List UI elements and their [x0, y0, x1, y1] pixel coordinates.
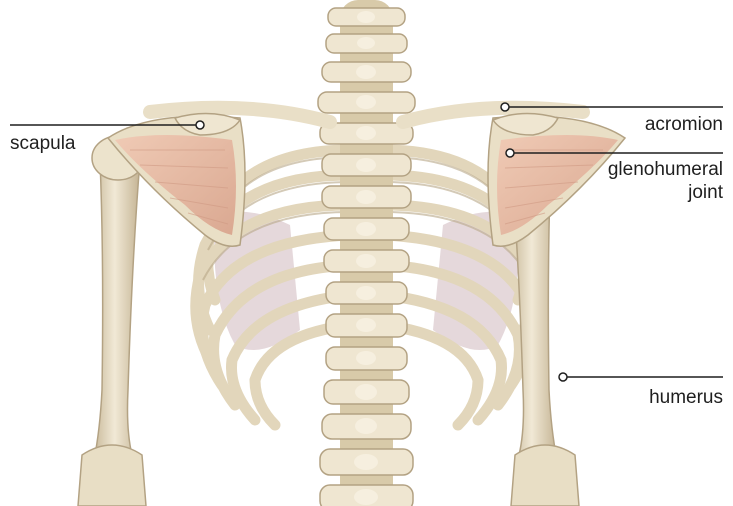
scapula-marker [196, 121, 204, 129]
left-humerus [78, 136, 146, 506]
vertebral-column [318, 0, 415, 506]
humerus-label: humerus [649, 386, 723, 409]
right-scapula [488, 113, 625, 246]
glenohumeral-label-line2: joint [608, 181, 723, 204]
glenohumeral-label-line1: glenohumeral [608, 158, 723, 181]
acromion-label: acromion [645, 113, 723, 136]
acromion-marker [501, 103, 509, 111]
humerus-marker [559, 373, 567, 381]
glenohumeral-marker [506, 149, 514, 157]
scapula-label: scapula [10, 132, 76, 155]
glenohumeral-joint-label: glenohumeral joint [608, 158, 723, 204]
